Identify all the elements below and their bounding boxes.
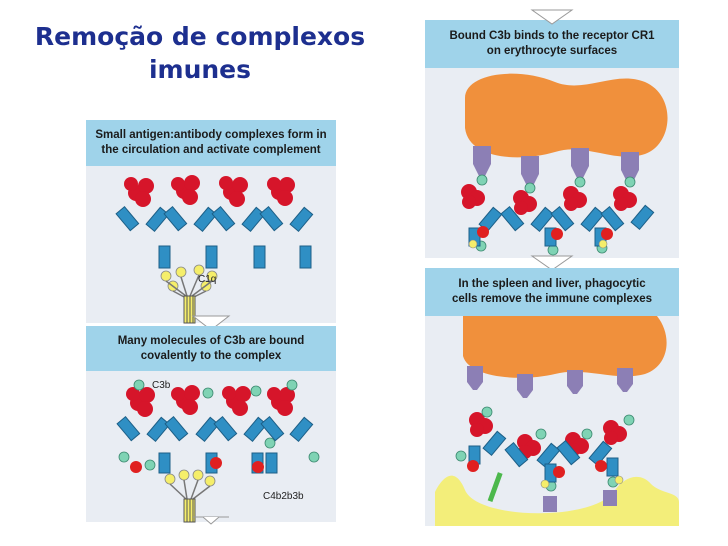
panel-complex-formation: Small antigen:antibody complexes form in… [86, 120, 336, 324]
antibody-chain [115, 206, 314, 269]
antibody-chain [116, 416, 314, 474]
c4b2b-fragment [467, 460, 607, 478]
antigen [171, 175, 200, 205]
erythrocyte-diagram [461, 73, 668, 256]
antigen [222, 386, 251, 416]
panel-1-caption: Small antigen:antibody complexes form in… [86, 120, 336, 166]
panel-4-caption: In the spleen and liver, phagocytic cell… [425, 268, 679, 316]
cr1-receptor [473, 146, 639, 186]
panel-4-caption-line2: cells remove the immune complexes [451, 293, 653, 305]
complex-diagram-1: C1q [115, 175, 314, 324]
antigen [171, 385, 200, 415]
c4b2b-fragment [477, 226, 613, 240]
erythrocyte [463, 316, 667, 378]
cr1-receptor [467, 366, 633, 398]
phagocyte-cell [435, 475, 679, 526]
slide-title-line1: Remoção de complexos [34, 22, 366, 51]
phagocytosis-diagram [435, 316, 679, 526]
antibody-chain [468, 204, 655, 247]
panel-1-caption-line2: the circulation and activate complement [101, 144, 321, 156]
c3b-yellow [468, 239, 608, 249]
antigen [267, 177, 295, 206]
c3b-molecule [118, 379, 320, 471]
c3b-label: C3b [152, 380, 171, 391]
panel-c3b-binding: Many molecules of C3b are bound covalent… [86, 326, 336, 523]
panel-2-caption-line2: covalently to the complex [140, 349, 282, 362]
complex-diagram-2: C3b [116, 379, 320, 523]
antigen [124, 177, 154, 207]
down-arrow [530, 255, 574, 271]
antibody-chain [468, 430, 619, 483]
c1q-label: C1q [198, 274, 216, 285]
panel-cr1-binding: Bound C3b binds to the receptor CR1 on e… [425, 20, 679, 258]
antigen [461, 184, 637, 215]
antigen [219, 176, 248, 207]
erythrocyte [465, 73, 668, 158]
slide-title-line2: imunes [148, 55, 252, 84]
panel-1-caption-line1: Small antigen:antibody complexes form in [95, 129, 327, 141]
panel-4-caption-line1: In the spleen and liver, phagocytic [458, 278, 646, 290]
down-arrow [191, 315, 231, 331]
antigen [126, 387, 155, 417]
panel-3-caption-line2: on erythrocyte surfaces [486, 45, 618, 57]
slide-title: Remoção de complexos imunes [10, 20, 390, 86]
down-arrow [530, 9, 574, 25]
panel-3-caption: Bound C3b binds to the receptor CR1 on e… [425, 20, 679, 68]
c1q-complex [160, 264, 218, 324]
c4b2b3b-label: C4b2b3b [263, 491, 304, 502]
panel-2-caption: Many molecules of C3b are bound covalent… [86, 326, 336, 371]
c3b-yellow [540, 475, 624, 489]
down-arrow [193, 516, 229, 525]
panel-phagocytic-removal: In the spleen and liver, phagocytic cell… [425, 268, 679, 526]
antigen [267, 387, 295, 416]
c4b2b-fragment [130, 457, 264, 473]
fc-receptor [487, 472, 503, 503]
c3b-molecule [455, 406, 635, 492]
panel-2-caption-line1: Many molecules of C3b are bound [117, 334, 305, 347]
panel-3-caption-line1: Bound C3b binds to the receptor CR1 [449, 30, 655, 42]
c1q-complex [164, 469, 216, 523]
phagocyte-receptor [543, 490, 617, 512]
